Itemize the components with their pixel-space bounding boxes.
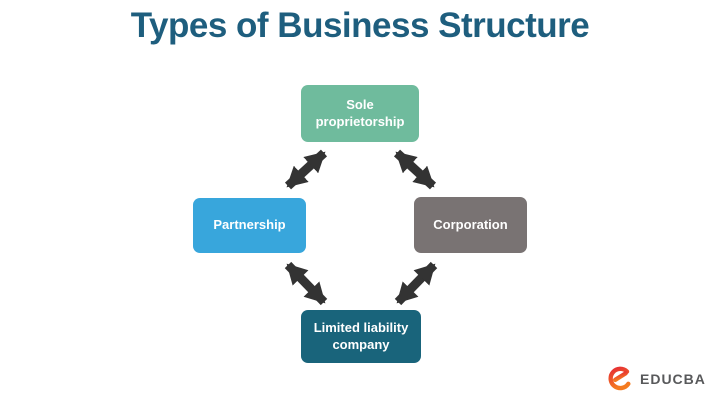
educba-logo: EDUCBA — [606, 364, 706, 394]
double-arrow-sole-corporation — [393, 149, 437, 190]
educba-logo-text: EDUCBA — [640, 371, 706, 387]
node-partnership: Partnership — [193, 198, 306, 253]
node-label: Corporation — [433, 216, 508, 232]
node-label: Sole proprietorship — [315, 96, 405, 129]
node-limited-liability-company: Limited liability company — [301, 310, 421, 363]
node-label: Partnership — [213, 217, 286, 233]
node-label: Limited liability company — [313, 319, 409, 352]
double-arrow-partnership-llc — [284, 261, 328, 306]
page-title: Types of Business Structure — [130, 6, 590, 45]
educba-swirl-e-icon — [608, 366, 631, 391]
node-sole-proprietorship: Sole proprietorship — [301, 85, 419, 142]
double-arrow-partnership-sole — [284, 149, 328, 190]
double-arrow-corporation-llc — [394, 261, 438, 306]
node-corporation: Corporation — [414, 197, 527, 253]
